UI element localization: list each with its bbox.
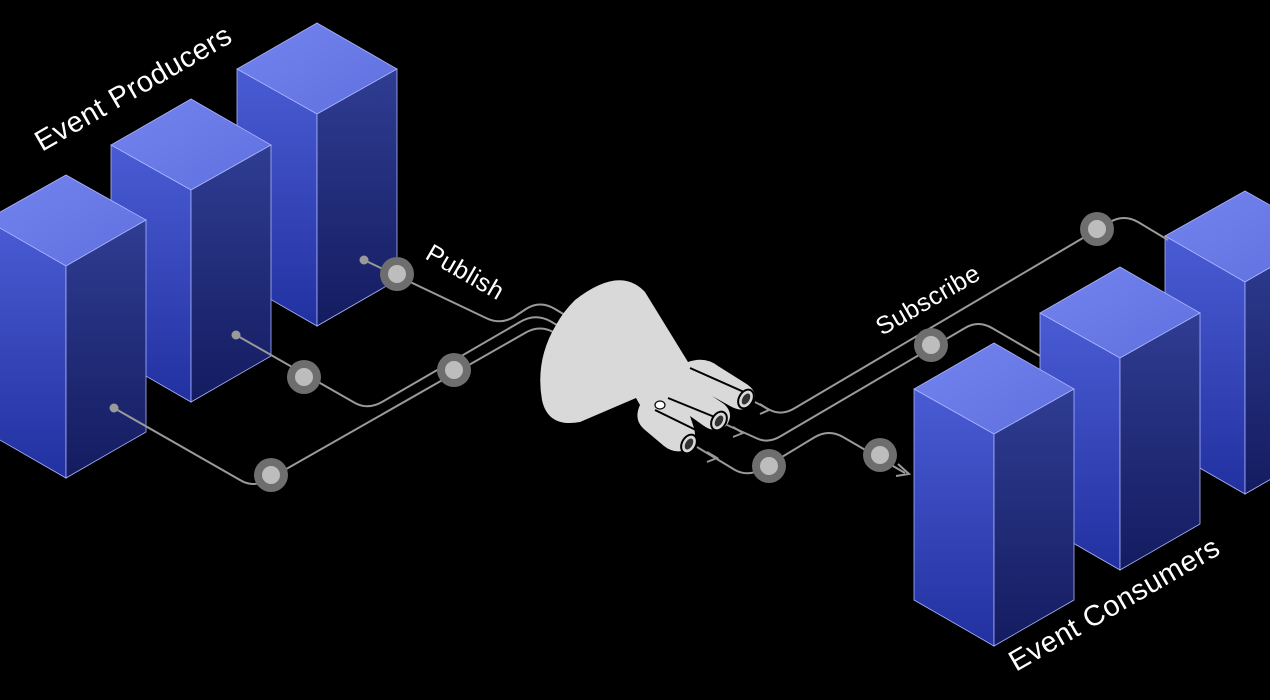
event-node-icon: [437, 353, 471, 387]
connector-dot: [109, 403, 119, 413]
producer-block-2: [110, 98, 272, 403]
funnel-icon: [540, 280, 755, 455]
connector-dot: [359, 255, 369, 265]
arrow-head-icon: [895, 463, 912, 477]
event-node-icon: [380, 257, 414, 291]
subscribe-wires: [696, 217, 1169, 477]
arrow-head-icon: [759, 403, 772, 415]
connector-dot: [231, 330, 241, 340]
event-node-icon: [1080, 212, 1114, 246]
event-node-icon: [914, 328, 948, 362]
arrow-head-icon: [732, 426, 746, 438]
event-node-icon: [752, 449, 786, 483]
producer-block-1: [0, 174, 147, 479]
publish-label: Publish: [421, 239, 509, 306]
consumer-block-1: [913, 342, 1075, 647]
event-node-icon: [254, 458, 288, 492]
arrow-head-icon: [706, 451, 720, 463]
event-nodes: [254, 212, 1114, 492]
event-node-icon: [863, 438, 897, 472]
event-node-icon: [287, 360, 321, 394]
